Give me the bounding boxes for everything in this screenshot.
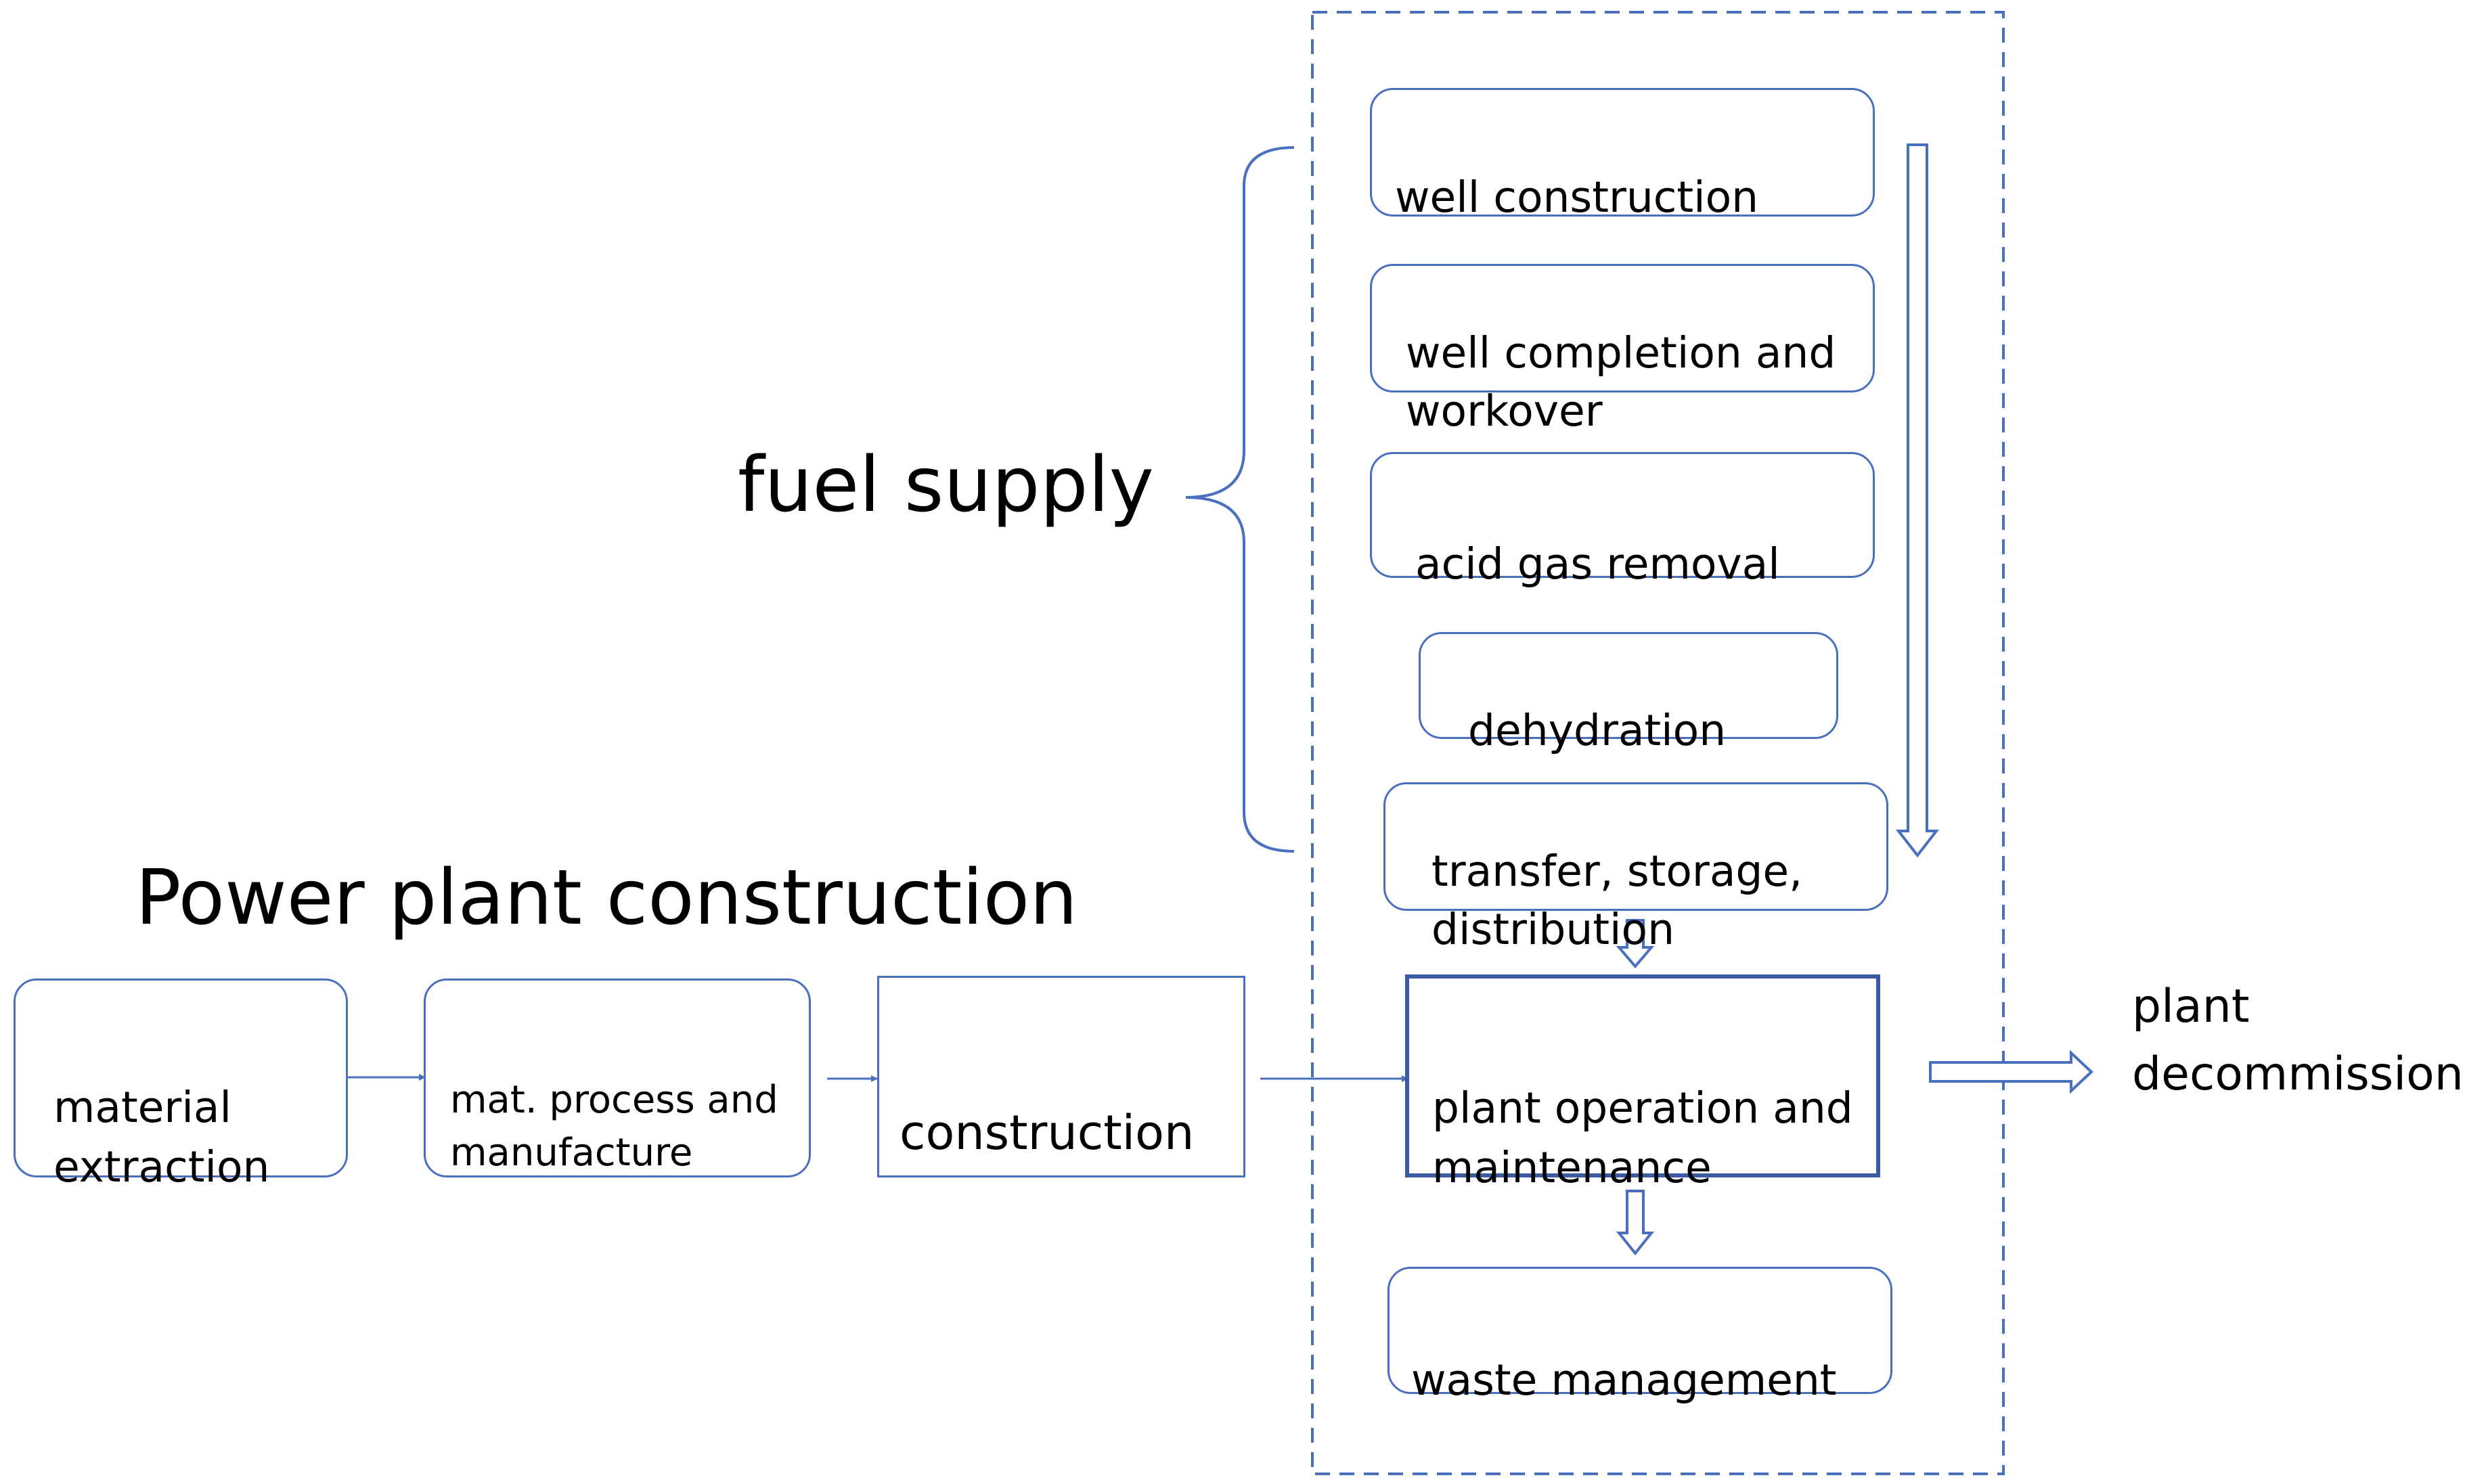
well-construction-box: well construction — [1370, 88, 1875, 222]
transfer-storage-distribution-label: transfer, storage, distribution — [1431, 847, 1803, 954]
fuel-supply-heading: fuel supply — [738, 441, 1154, 529]
plant-decommission-label: plant decommission — [2132, 980, 2464, 1101]
decommission-arrow — [1929, 1050, 2093, 1094]
dehydration-box: dehydration — [1419, 632, 1838, 755]
transfer-to-operation-arrow — [1616, 919, 1655, 969]
acid-gas-removal-box: acid gas removal — [1370, 452, 1875, 589]
fuel-flow-down-arrow — [1895, 143, 1940, 858]
mat-process-label: mat. process and manufacture — [450, 1078, 778, 1175]
plant-operation-label: plant operation and maintenance — [1432, 1083, 1853, 1192]
material-extraction-box: material extraction — [14, 979, 348, 1192]
plant-operation-box: plant operation and maintenance — [1405, 974, 1880, 1192]
waste-management-label: waste management — [1411, 1355, 1837, 1405]
construction-box: construction — [877, 976, 1245, 1177]
mat-process-box: mat. process and manufacture — [424, 979, 811, 1177]
acid-gas-removal-label: acid gas removal — [1415, 539, 1780, 589]
well-completion-label: well completion and workover — [1406, 328, 1836, 436]
material-extraction-label: material extraction — [53, 1083, 270, 1192]
fuel-supply-dashed-boundary — [1311, 11, 2005, 1475]
power-plant-construction-heading: Power plant construction — [135, 854, 1078, 942]
construction-label: construction — [900, 1105, 1195, 1161]
transfer-storage-distribution-box: transfer, storage, distribution — [1383, 782, 1888, 954]
well-completion-box: well completion and workover — [1370, 264, 1875, 436]
dehydration-label: dehydration — [1468, 706, 1727, 755]
operation-to-waste-arrow — [1616, 1190, 1655, 1256]
well-construction-label: well construction — [1395, 173, 1759, 222]
waste-management-box: waste management — [1387, 1267, 1892, 1405]
fuel-supply-brace — [1185, 146, 1295, 853]
